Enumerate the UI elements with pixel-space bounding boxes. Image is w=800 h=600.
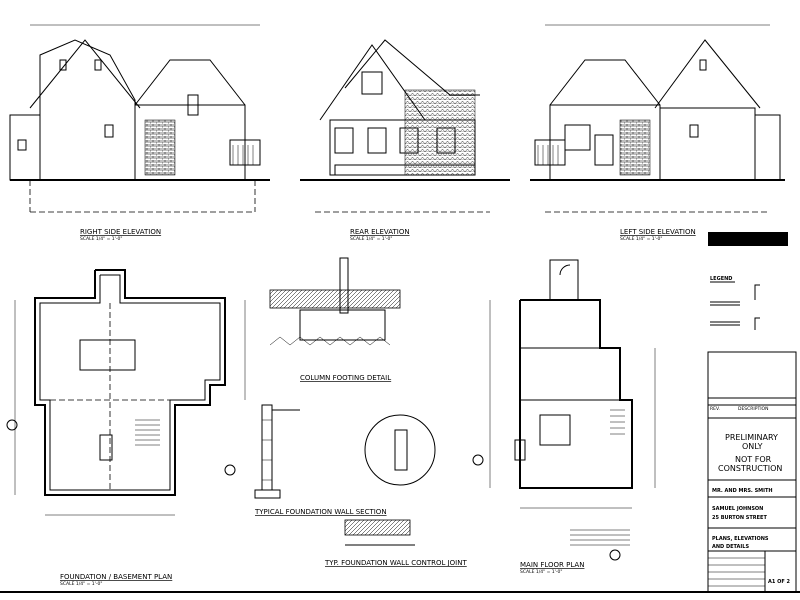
right-side-elevation: RIGHT SIDE ELEVATION SCALE 1/4" = 1'-0" xyxy=(9,24,270,242)
drawing-title: LEFT SIDE ELEVATION xyxy=(620,228,696,236)
drawing-title: MAIN FLOOR PLAN xyxy=(520,561,584,569)
status-not-for: NOT FOR xyxy=(735,455,772,464)
sheet-number: A1 OF 2 xyxy=(768,579,790,585)
project-address: 25 BURTON STREET xyxy=(712,515,767,521)
status-construction: CONSTRUCTION xyxy=(718,464,782,473)
column-footing-detail: COLUMN FOOTING DETAIL xyxy=(269,257,401,382)
drawing-title: TYPICAL FOUNDATION WALL SECTION xyxy=(254,508,387,516)
title-block: REV. DESCRIPTION PRELIMINARY ONLY NOT FO… xyxy=(707,351,797,593)
status-only: ONLY xyxy=(742,442,763,451)
typical-foundation-wall-section: TYPICAL FOUNDATION WALL SECTION xyxy=(254,404,387,516)
project-name: SAMUEL JOHNSON xyxy=(712,506,763,512)
legend-panel: LEGEND xyxy=(708,232,788,330)
drawing-scale: SCALE 1/4" = 1'-0" xyxy=(350,236,392,242)
sheet-title-2: AND DETAILS xyxy=(712,544,749,550)
drawing-title: RIGHT SIDE ELEVATION xyxy=(80,228,161,236)
drawing-scale: SCALE 1/4" = 1'-0" xyxy=(520,569,562,575)
foundation-wall-control-joint: TYP. FOUNDATION WALL CONTROL JOINT xyxy=(324,414,467,567)
left-side-elevation: LEFT SIDE ELEVATION SCALE 1/4" = 1'-0" xyxy=(530,24,785,242)
drawing-title: FOUNDATION / BASEMENT PLAN xyxy=(60,573,172,581)
drawing-scale: SCALE 1/4" = 1'-0" xyxy=(80,236,122,242)
drawing-title: TYP. FOUNDATION WALL CONTROL JOINT xyxy=(324,559,467,567)
sheet-title-1: PLANS, ELEVATIONS xyxy=(712,536,769,542)
main-floor-plan: MAIN FLOOR PLAN SCALE 1/4" = 1'-0" xyxy=(472,259,656,575)
drawing-title: COLUMN FOOTING DETAIL xyxy=(300,374,391,382)
drawing-scale: SCALE 1/4" = 1'-0" xyxy=(60,581,102,587)
foundation-basement-plan: FOUNDATION / BASEMENT PLAN SCALE 1/4" = … xyxy=(6,269,246,587)
legend-title: LEGEND xyxy=(710,276,732,282)
client-name: MR. AND MRS. SMITH xyxy=(712,488,773,494)
description-header: DESCRIPTION xyxy=(738,406,768,412)
rear-elevation: REAR ELEVATION SCALE 1/4" = 1'-0" xyxy=(300,39,510,242)
revision-header: REV. xyxy=(710,406,720,412)
drawing-title: REAR ELEVATION xyxy=(350,228,410,236)
drawing-scale: SCALE 1/4" = 1'-0" xyxy=(620,236,662,242)
status-preliminary: PRELIMINARY xyxy=(725,433,778,442)
